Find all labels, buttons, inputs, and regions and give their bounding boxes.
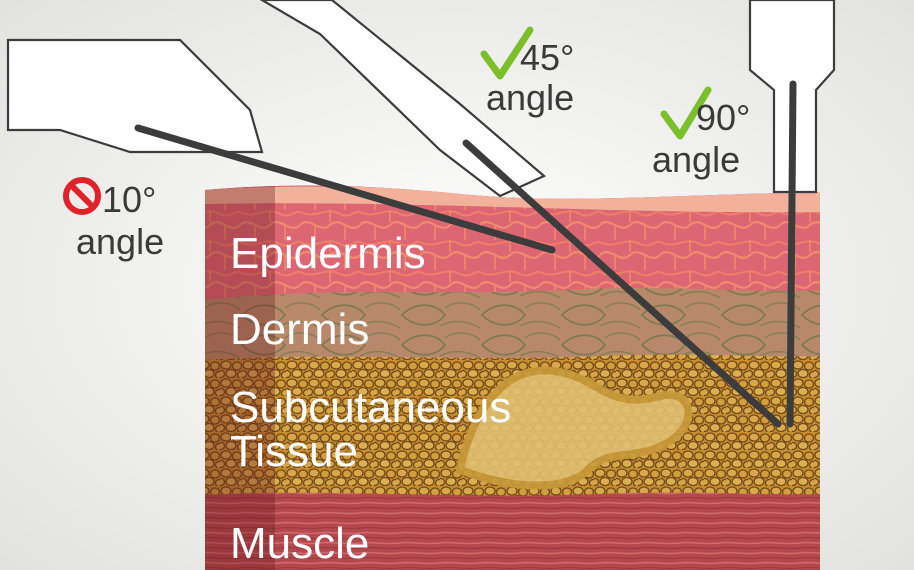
needle-90-degree — [790, 84, 793, 424]
label-dermis: Dermis — [230, 305, 369, 354]
label-subcutaneous: Subcutaneous — [230, 383, 511, 432]
angle-90-value: 90° — [696, 97, 750, 138]
label-tissue: Tissue — [230, 427, 358, 476]
angle-45-word: angle — [486, 77, 574, 118]
label-epidermis: Epidermis — [230, 229, 426, 278]
angle-90-word: angle — [652, 139, 740, 180]
angle-10-value: 10° — [102, 179, 156, 220]
label-muscle: Muscle — [230, 519, 369, 568]
angle-45-value: 45° — [520, 37, 574, 78]
annotation-10-degree: 10° angle — [66, 179, 164, 262]
angle-10-word: angle — [76, 221, 164, 262]
